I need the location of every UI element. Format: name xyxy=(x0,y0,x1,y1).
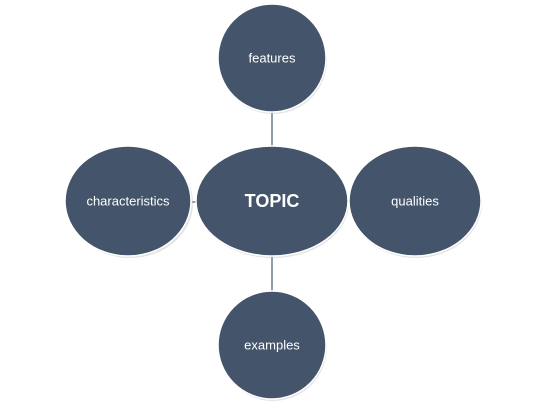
label-topic: TOPIC xyxy=(245,191,300,211)
node-topic xyxy=(195,145,349,257)
node-characteristics xyxy=(64,145,192,257)
label-qualities: qualities xyxy=(391,194,439,209)
label-characteristics: characteristics xyxy=(86,194,170,209)
node-examples xyxy=(217,290,327,400)
label-examples: examples xyxy=(244,338,300,353)
label-features: features xyxy=(249,51,296,66)
node-qualities xyxy=(348,145,482,257)
node-features xyxy=(217,3,327,113)
